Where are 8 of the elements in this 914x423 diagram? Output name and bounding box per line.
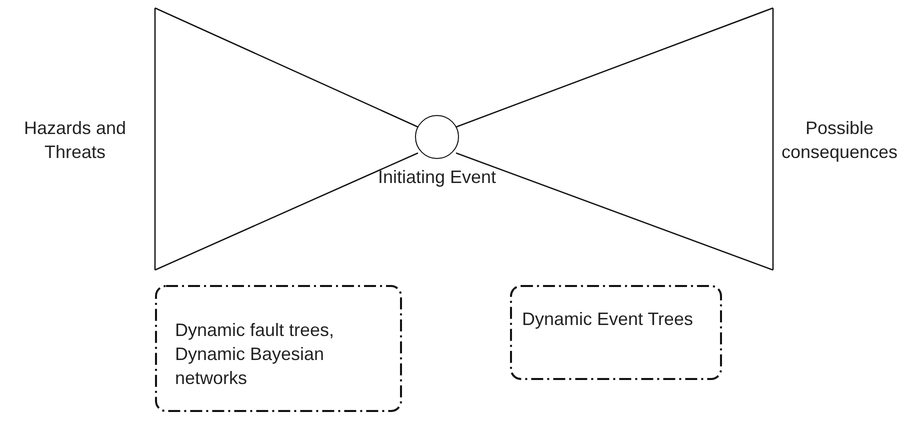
event-label: Initiating Event	[376, 166, 498, 189]
event-circle	[415, 115, 459, 159]
box-text: Dynamic fault trees, Dynamic Bayesian networks	[175, 319, 336, 390]
method-box	[510, 285, 722, 380]
method-box	[155, 285, 402, 412]
side-label: Hazards and Threats	[22, 117, 128, 164]
box-text: Dynamic Event Trees	[522, 308, 694, 331]
side-label: Possible consequences	[780, 117, 899, 164]
